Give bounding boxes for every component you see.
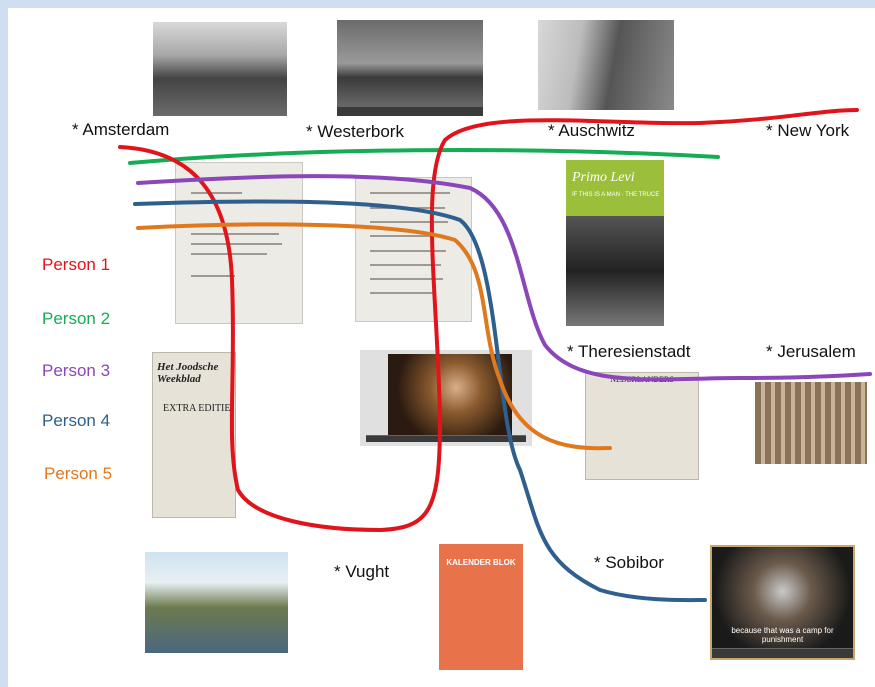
place-label-amsterdam: * Amsterdam — [72, 120, 170, 139]
legend-person-3: Person 3 — [42, 361, 111, 380]
video-controls[interactable] — [712, 648, 853, 658]
auschwitz-photo — [538, 20, 674, 110]
sobibor-video[interactable]: because that was a camp for punishment — [710, 545, 855, 660]
calendar-image: KALENDER BLOK — [439, 544, 523, 670]
clipping-header: NEDERLANDERS — [610, 375, 674, 384]
jerusalem-photo — [755, 382, 867, 464]
book-photo — [566, 216, 664, 326]
newspaper-clipping: NEDERLANDERS — [585, 372, 699, 480]
video-subtitle: because that was a camp for punishment — [731, 626, 834, 644]
book-author: Primo Levi — [572, 170, 635, 185]
place-label-auschwitz: * Auschwitz — [548, 121, 635, 140]
calendar-title: KALENDER BLOK — [446, 558, 516, 567]
place-label-new-york: * New York — [766, 121, 850, 140]
place-label-westerbork: * Westerbork — [306, 122, 404, 141]
video-controls[interactable] — [337, 106, 483, 116]
book-title: IF THIS IS A MAN · THE TRUCE — [572, 192, 660, 198]
place-label-theresienstadt: * Theresienstadt — [567, 342, 691, 361]
westerbork-video[interactable] — [337, 20, 483, 116]
place-label-vught: * Vught — [334, 562, 390, 581]
legend-person-1: Person 1 — [42, 255, 111, 274]
newspaper: Het Joodsche Weekblad EXTRA EDITIE — [152, 352, 236, 518]
amsterdam-document — [175, 162, 303, 324]
place-label-jerusalem: * Jerusalem — [766, 342, 856, 361]
legend-person-2: Person 2 — [42, 309, 111, 328]
book-cover: Primo Levi IF THIS IS A MAN · THE TRUCE — [566, 160, 664, 326]
amsterdam-photo — [153, 22, 287, 116]
video-controls[interactable] — [366, 435, 526, 442]
legend-person-4: Person 4 — [42, 411, 111, 430]
legend-person-5: Person 5 — [44, 464, 113, 483]
newspaper-title: Het Joodsche Weekblad — [157, 361, 219, 385]
vught-photo — [145, 552, 288, 653]
interview-video[interactable] — [388, 354, 512, 438]
westerbork-list — [355, 177, 472, 322]
place-label-sobibor: * Sobibor — [594, 553, 664, 572]
newspaper-extra: EXTRA EDITIE — [163, 403, 231, 414]
interview-video-frame[interactable] — [360, 350, 532, 446]
